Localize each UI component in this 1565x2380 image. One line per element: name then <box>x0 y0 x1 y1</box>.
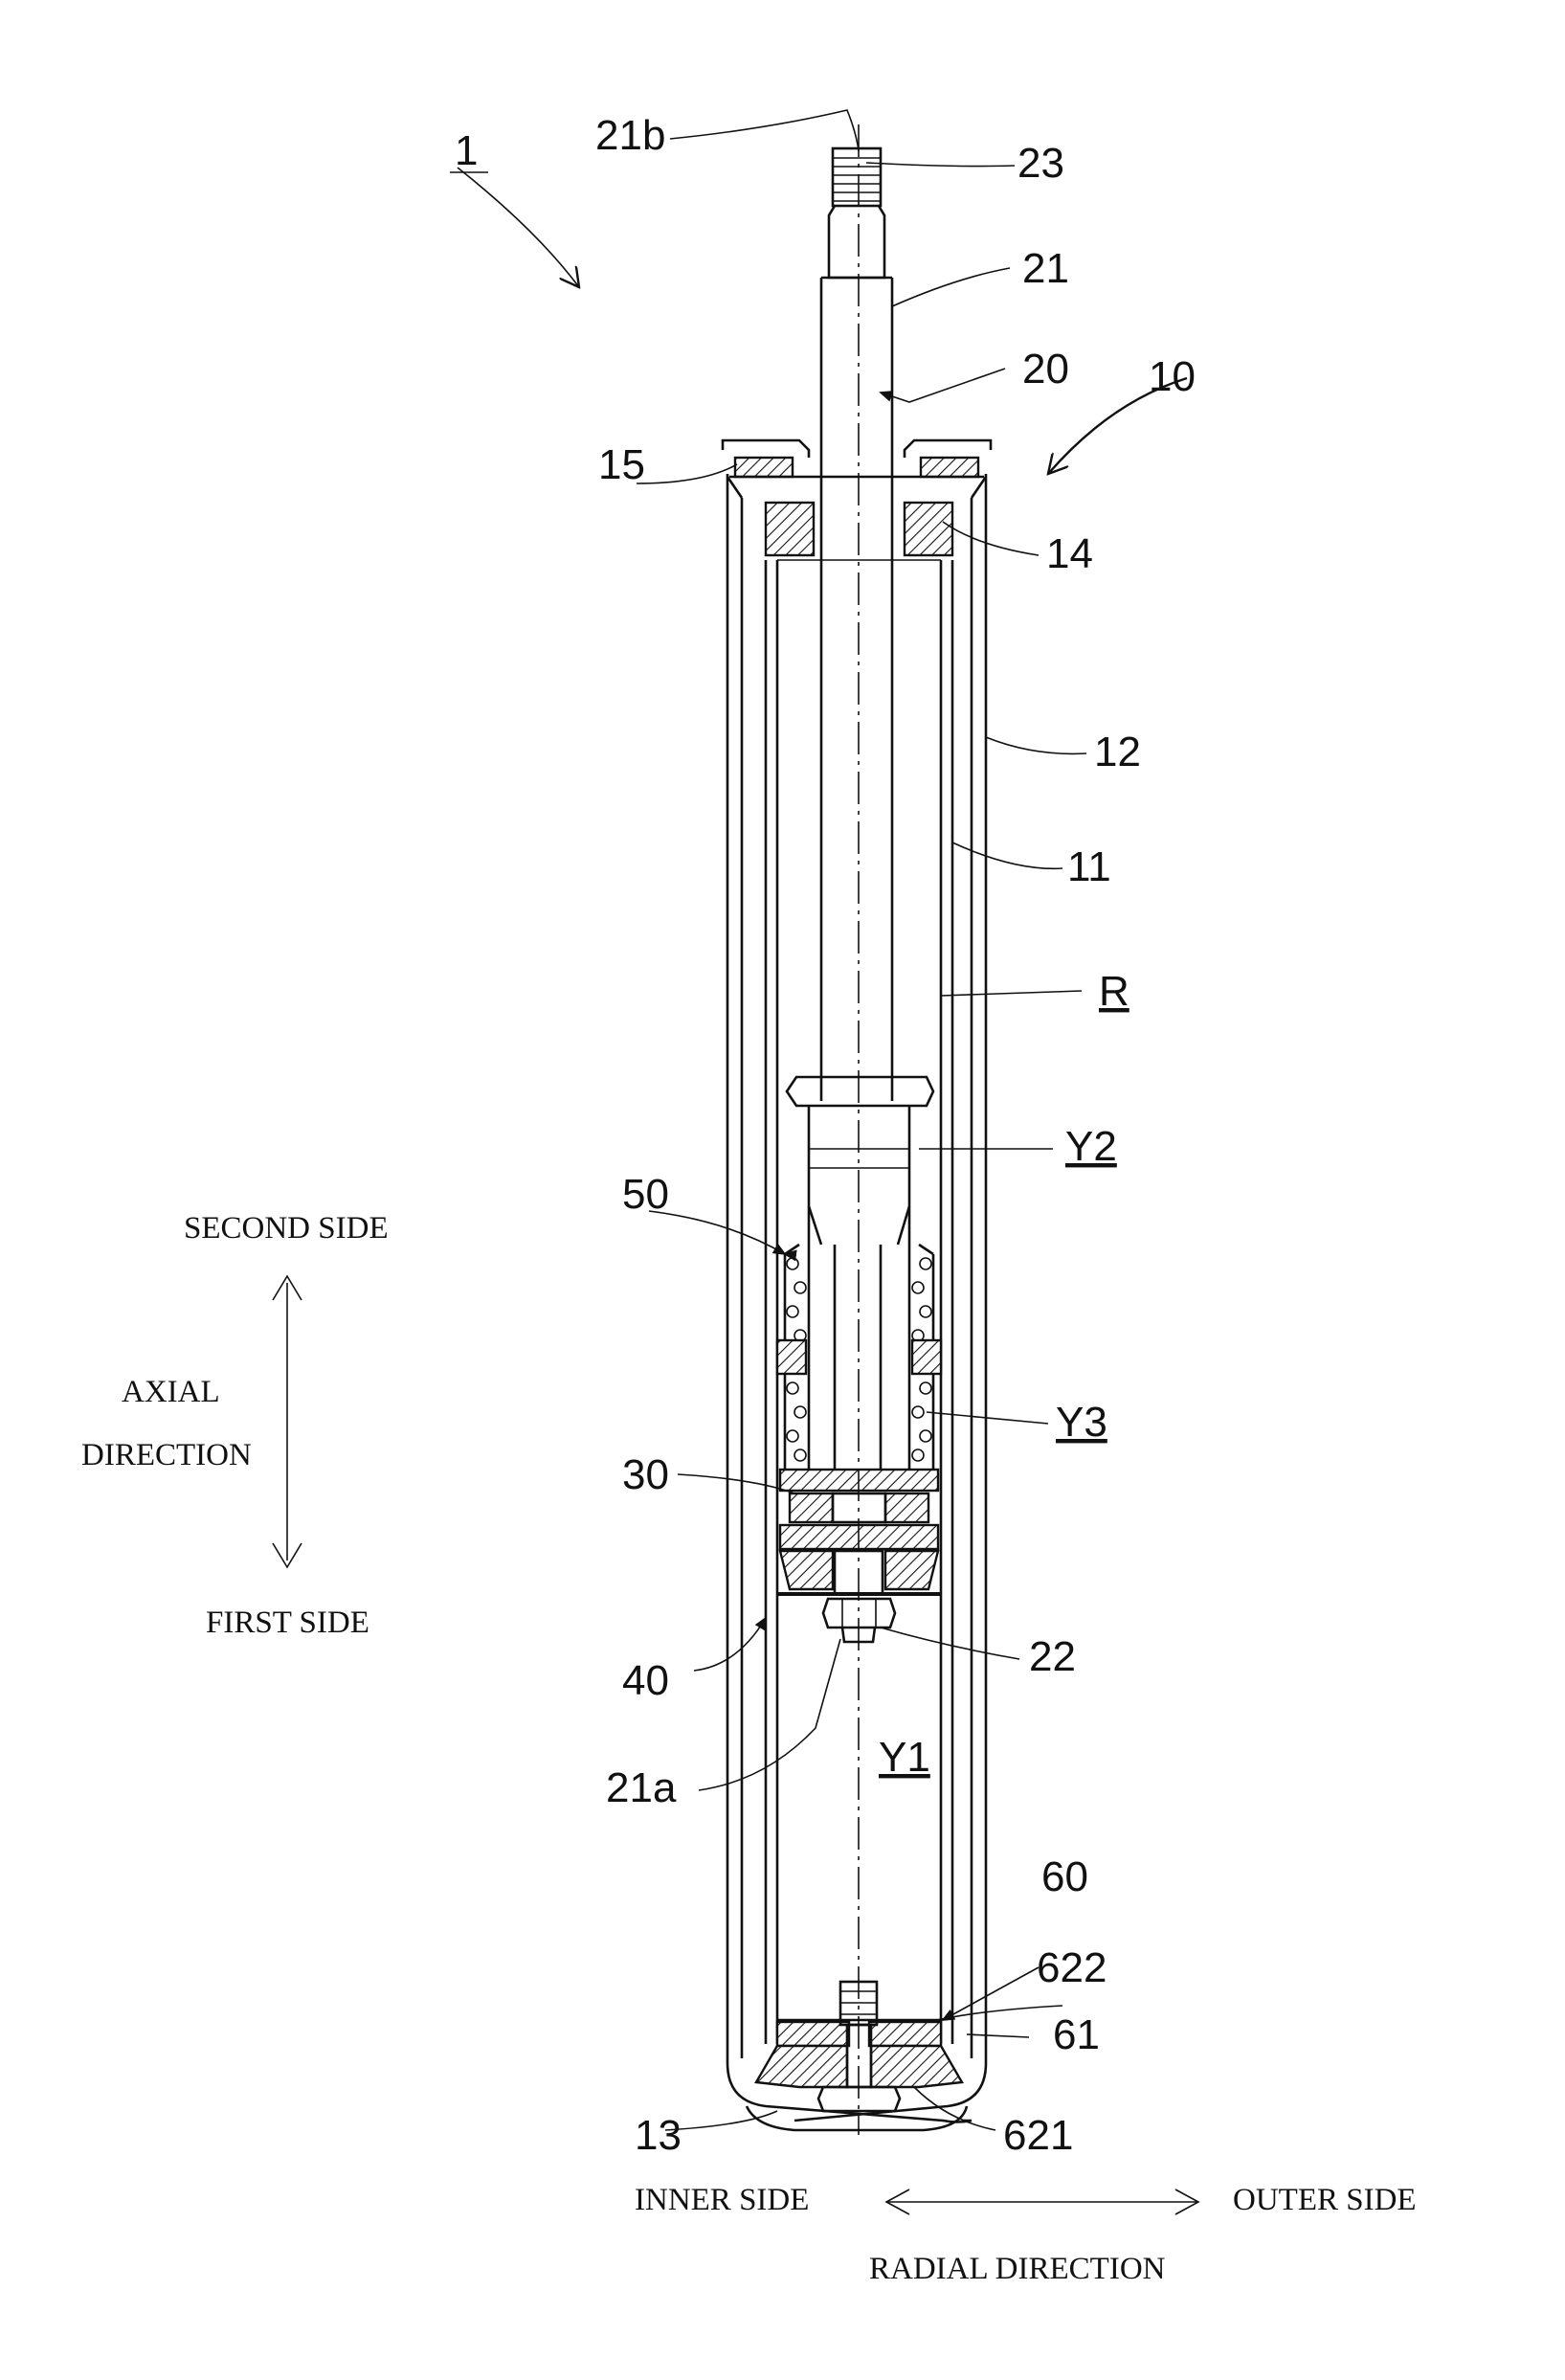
label-11: 11 <box>1067 843 1111 890</box>
rod-thread <box>833 158 881 201</box>
radial-direction-indicator: INNER SIDE OUTER SIDE RADIAL DIRECTION <box>635 2183 1417 2286</box>
label-Y2: Y2 <box>1065 1123 1117 1170</box>
label-21a: 21a <box>606 1764 677 1811</box>
axial-top-label: SECOND SIDE <box>184 1211 389 1246</box>
label-30: 30 <box>622 1451 669 1498</box>
axial-bottom-label: FIRST SIDE <box>206 1605 369 1640</box>
label-23: 23 <box>1017 140 1064 187</box>
leader-lines <box>450 110 1187 2130</box>
axial-name-line1: AXIAL <box>122 1375 220 1409</box>
label-21b: 21b <box>595 112 665 159</box>
label-1: 1 <box>455 127 478 174</box>
radial-name-label: RADIAL DIRECTION <box>869 2252 1166 2286</box>
axial-direction-indicator: SECOND SIDE AXIAL DIRECTION FIRST SIDE <box>81 1211 389 1640</box>
radial-right-label: OUTER SIDE <box>1233 2183 1417 2217</box>
label-15: 15 <box>598 441 645 488</box>
label-60: 60 <box>1041 1853 1088 1900</box>
reference-labels: 1 21b 23 21 20 10 15 14 12 11 R Y2 50 Y3… <box>455 112 1196 2159</box>
label-61: 61 <box>1053 2011 1100 2058</box>
radial-left-label: INNER SIDE <box>635 2183 809 2217</box>
label-20: 20 <box>1022 346 1069 393</box>
label-40: 40 <box>622 1657 669 1704</box>
label-14: 14 <box>1046 530 1093 577</box>
axial-name-line2: DIRECTION <box>81 1438 252 1472</box>
label-50: 50 <box>622 1171 669 1218</box>
label-13: 13 <box>635 2112 682 2159</box>
top-cap <box>723 440 991 555</box>
label-Y3: Y3 <box>1056 1399 1107 1446</box>
label-622: 622 <box>1037 1944 1107 1991</box>
piston-rod <box>787 148 933 1470</box>
rod-guide-right <box>905 503 952 555</box>
label-21: 21 <box>1022 245 1069 292</box>
rod-guide-left <box>766 503 814 555</box>
label-Y1: Y1 <box>879 1734 930 1781</box>
label-R: R <box>1099 968 1129 1015</box>
label-12: 12 <box>1094 729 1141 775</box>
label-10: 10 <box>1149 353 1196 400</box>
label-621: 621 <box>1003 2112 1073 2159</box>
label-22: 22 <box>1029 1633 1076 1680</box>
